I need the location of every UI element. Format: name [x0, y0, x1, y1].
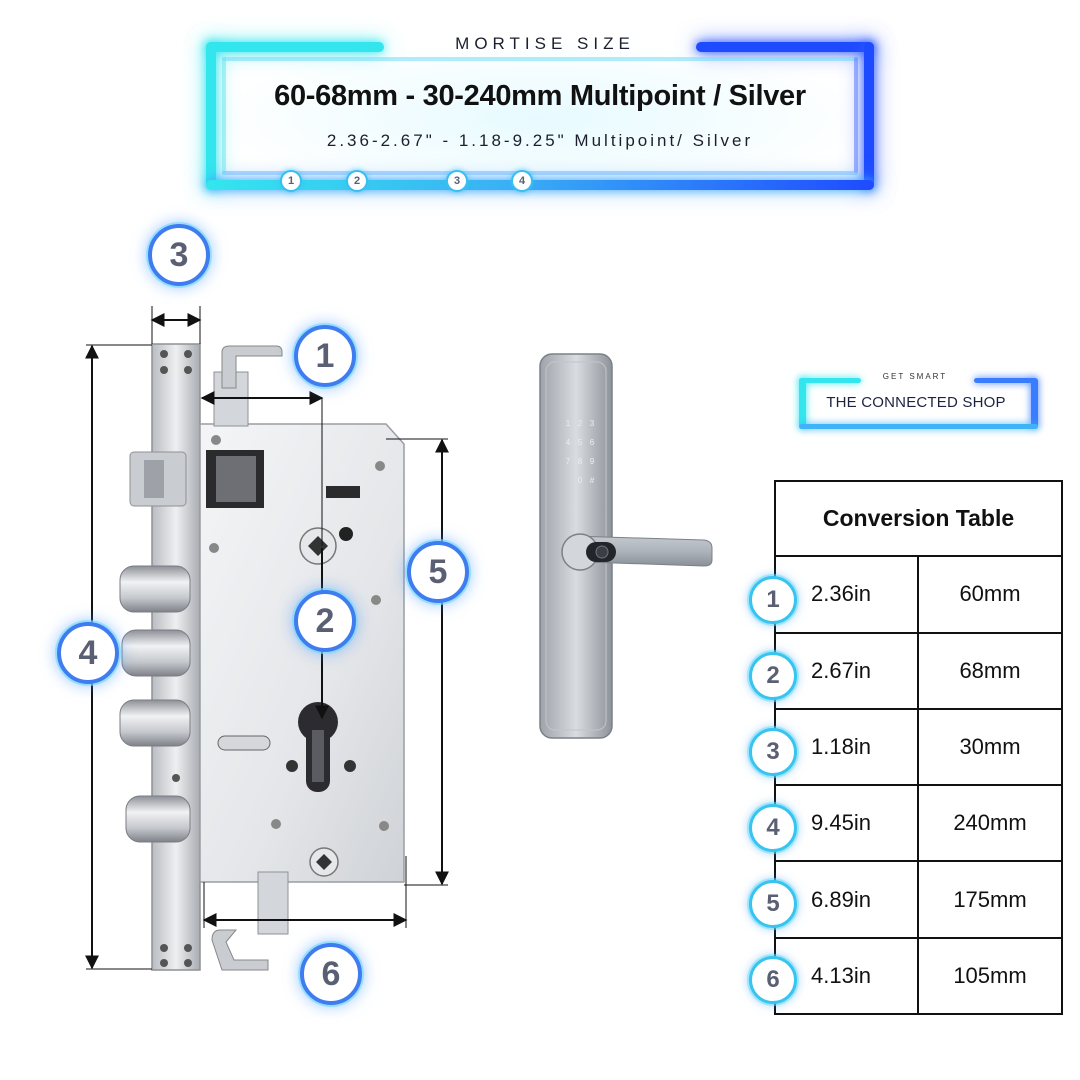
bottom-hook [211, 929, 269, 971]
screw-hole [160, 944, 168, 952]
deadbolts [119, 565, 191, 843]
callout-badge-2: 2 [294, 590, 356, 652]
latch-bolt [129, 451, 187, 507]
table-row: 2.36in 60mm [774, 555, 1063, 634]
brand-name: THE CONNECTED SHOP [826, 394, 1006, 411]
frame-bottom-bar [206, 180, 874, 190]
header-marker-2: 2 [346, 170, 368, 192]
inches-cell: 4.13in [774, 936, 919, 1016]
frame-top-left-bar [206, 42, 384, 52]
callout-badge-3: 3 [148, 224, 210, 286]
keypad-key: # [590, 476, 595, 485]
conversion-table-title: Conversion Table [774, 479, 1063, 558]
table-row-number-3: 3 [749, 728, 797, 776]
header-marker-3: 3 [446, 170, 468, 192]
mm-cell: 105mm [917, 936, 1063, 1016]
conversion-table: Conversion Table 2.36in 60mm 2.67in 68mm… [774, 479, 1063, 1016]
frame-inner-bottom-line [222, 171, 858, 175]
screw-hole [160, 959, 168, 967]
frame-left-bar [206, 42, 216, 190]
keypad-key: 0 [578, 476, 583, 485]
screw-hole [184, 366, 192, 374]
inches-cell: 1.18in [774, 707, 919, 787]
brand-logo [799, 378, 1038, 429]
table-row-number-4: 4 [749, 804, 797, 852]
brand-tagline: GET SMART [882, 372, 948, 381]
frame-top-right-bar [696, 42, 874, 52]
case-screw [211, 435, 221, 445]
table-row: 4.13in 105mm [774, 936, 1063, 1016]
top-hook [221, 345, 283, 389]
case-screw [379, 821, 389, 831]
screw-hole [184, 944, 192, 952]
inches-cell: 9.45in [774, 784, 919, 863]
inches-cell: 2.67in [774, 631, 919, 710]
inches-cell: 2.36in [774, 555, 919, 634]
frame-inner-right-line [854, 57, 858, 173]
keypad-key: 1 [566, 419, 571, 428]
mm-cell: 30mm [917, 707, 1063, 787]
callout-badge-1: 1 [294, 325, 356, 387]
case-screw [209, 543, 219, 553]
keypad-key: 9 [590, 457, 595, 466]
screw-hole [184, 959, 192, 967]
frame-inner-top-line [222, 57, 858, 61]
table-row-number-5: 5 [749, 880, 797, 928]
table-row: 6.89in 175mm [774, 860, 1063, 939]
lock-case [199, 371, 405, 935]
keypad: 1 2 3 4 5 6 7 8 9 0 # [566, 419, 595, 485]
smart-lock: 1 2 3 4 5 6 7 8 9 0 # [539, 353, 713, 739]
callout-badge-4: 4 [57, 622, 119, 684]
screw-hole [172, 774, 180, 782]
header-subtitle: 2.36-2.67" - 1.18-9.25" Multipoint/ Silv… [326, 131, 754, 150]
mm-cell: 68mm [917, 631, 1063, 710]
table-row-number-2: 2 [749, 652, 797, 700]
mm-cell: 60mm [917, 555, 1063, 634]
case-screw [271, 819, 281, 829]
table-row: 1.18in 30mm [774, 707, 1063, 787]
header-marker-1: 1 [280, 170, 302, 192]
screw-hole [184, 350, 192, 358]
callout-badge-6: 6 [300, 943, 362, 1005]
table-row: 2.67in 68mm [774, 631, 1063, 710]
table-row: 9.45in 240mm [774, 784, 1063, 863]
screw-hole [160, 366, 168, 374]
mm-cell: 175mm [917, 860, 1063, 939]
table-row-number-1: 1 [749, 576, 797, 624]
case-screw [375, 461, 385, 471]
screw-hole [160, 350, 168, 358]
keypad-key: 6 [590, 438, 595, 447]
keypad-key: 4 [566, 438, 571, 447]
cylinder-hole [298, 702, 338, 792]
callout-badge-5: 5 [407, 541, 469, 603]
header-title: 60-68mm - 30-240mm Multipoint / Silver [274, 80, 806, 112]
header-label: MORTISE SIZE [455, 34, 635, 53]
table-header-row: Conversion Table [774, 479, 1063, 558]
case-screw [371, 595, 381, 605]
keypad-key: 7 [566, 457, 571, 466]
table-row-number-6: 6 [749, 956, 797, 1004]
keypad-key: 5 [578, 438, 583, 447]
frame-right-bar [864, 42, 874, 190]
frame-inner-left-line [222, 57, 226, 173]
mm-cell: 240mm [917, 784, 1063, 863]
header-marker-4: 4 [511, 170, 533, 192]
keypad-key: 3 [590, 419, 595, 428]
keypad-key: 2 [578, 419, 583, 428]
keypad-key: 8 [578, 457, 583, 466]
